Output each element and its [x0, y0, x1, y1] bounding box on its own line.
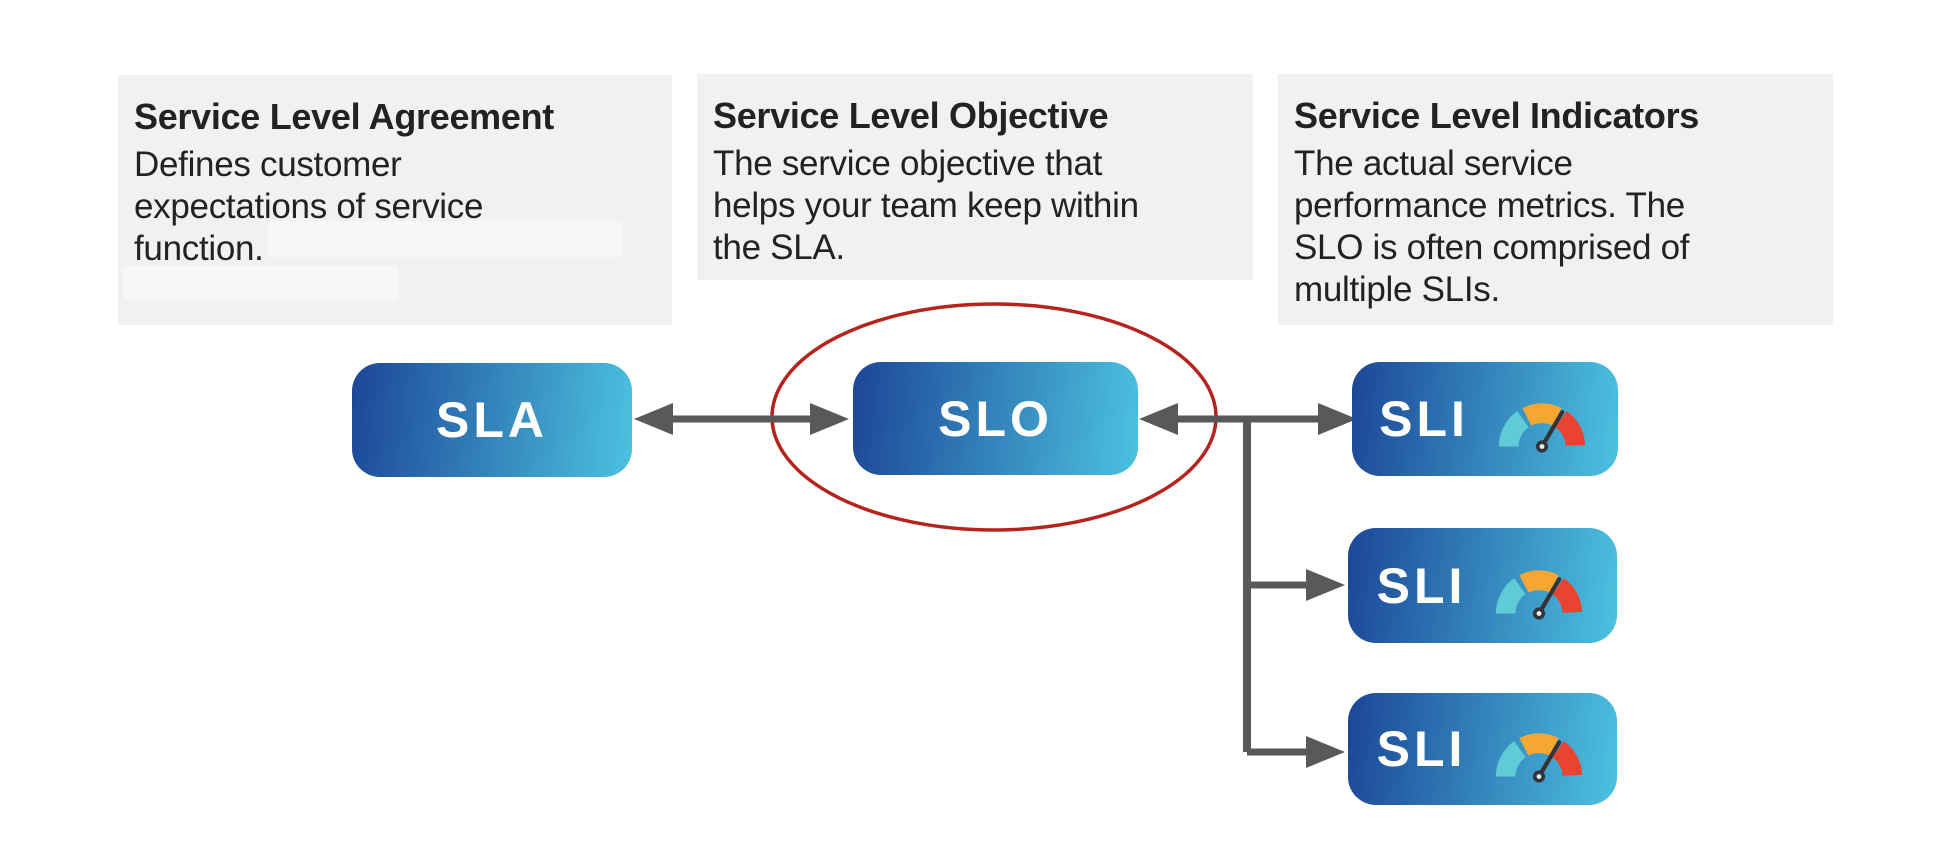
node-sli-3-label: SLI — [1376, 721, 1467, 777]
arrowhead-to-sli-1 — [1318, 403, 1357, 435]
node-sli-3: SLI — [1348, 693, 1617, 805]
gauge-icon — [1490, 561, 1588, 621]
node-sli-2-label: SLI — [1376, 557, 1467, 614]
panel-sli-description: Service Level Indicators The actual serv… — [1278, 74, 1833, 325]
panel-sla-description: Service Level Agreement Defines customer… — [118, 75, 672, 325]
redacted-text-block — [123, 266, 398, 300]
node-sli-2: SLI — [1348, 528, 1617, 643]
branch-slo-sli — [1139, 403, 1357, 768]
panel-slo-body: The service objective that helps your te… — [713, 144, 1139, 267]
arrowhead-to-sla — [634, 403, 673, 435]
gauge-icon — [1493, 394, 1591, 454]
panel-sli-title: Service Level Indicators — [1294, 95, 1700, 136]
redacted-text-block — [268, 221, 622, 257]
arrowhead-to-sli-2 — [1306, 569, 1345, 601]
arrow-sla-slo — [634, 403, 849, 435]
node-sli-1-label: SLI — [1379, 391, 1469, 447]
arrowhead-to-slo — [1139, 403, 1178, 435]
panel-slo-description: Service Level Objective The service obje… — [697, 74, 1253, 280]
panel-sla-title: Service Level Agreement — [134, 96, 554, 137]
panel-sla-body: Defines customer expectations of service… — [134, 145, 484, 268]
node-sla: SLA — [352, 363, 632, 477]
arrowhead-to-slo — [810, 403, 849, 435]
node-slo-label: SLO — [938, 390, 1053, 447]
node-slo: SLO — [853, 362, 1138, 475]
panel-sli-body: The actual service performance metrics. … — [1294, 144, 1690, 309]
gauge-icon — [1490, 724, 1588, 784]
node-sli-1: SLI — [1352, 362, 1618, 476]
arrowhead-to-sli-3 — [1306, 736, 1345, 768]
node-sla-label: SLA — [436, 392, 548, 448]
panel-slo-title: Service Level Objective — [713, 95, 1109, 136]
